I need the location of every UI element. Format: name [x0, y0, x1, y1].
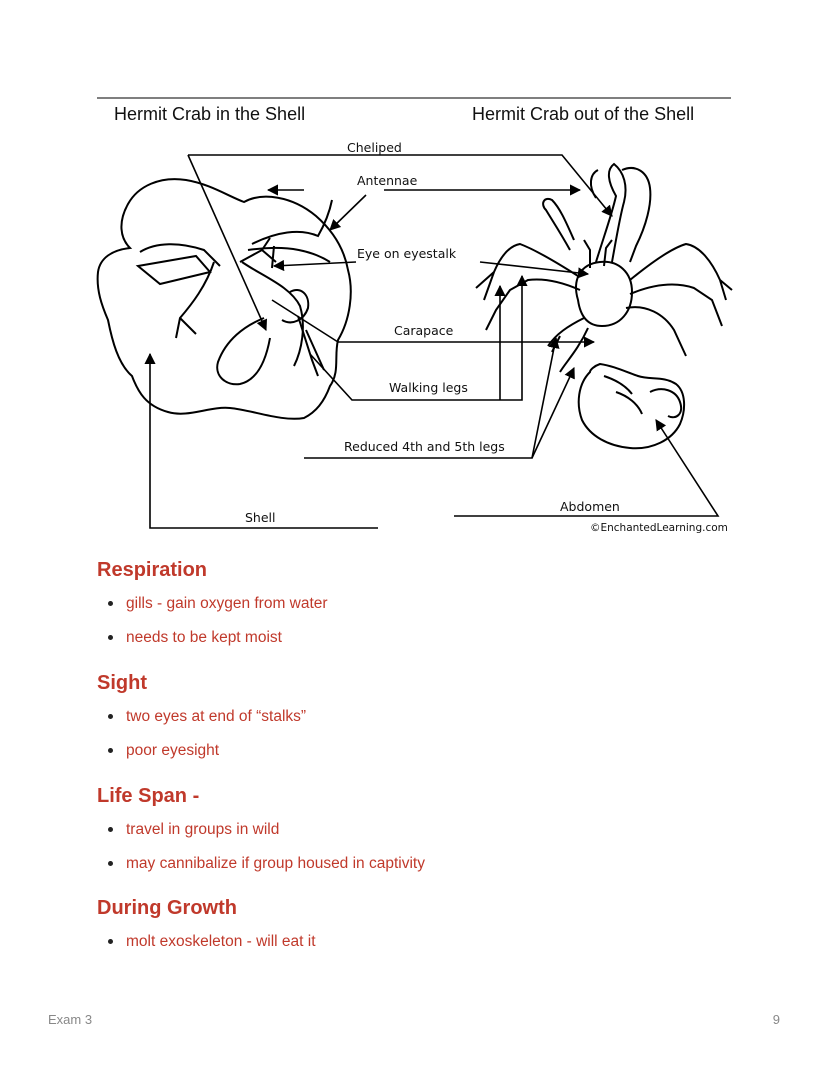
hermit-crab-diagram: Hermit Crab in the Shell Hermit Crab out…	[0, 0, 828, 545]
list-item: molt exoskeleton - will eat it	[108, 932, 316, 966]
list-during-growth: molt exoskeleton - will eat it	[108, 932, 316, 966]
footer-left: Exam 3	[48, 1012, 92, 1027]
list-respiration: gills - gain oxygen from water needs to …	[108, 594, 328, 662]
bullet-icon	[108, 748, 113, 753]
bullet-icon	[108, 601, 113, 606]
list-item-text: two eyes at end of “stalks”	[126, 708, 306, 725]
label-cheliped: Cheliped	[347, 140, 402, 155]
heading-respiration: Respiration	[97, 559, 207, 582]
label-shell: Shell	[245, 510, 276, 525]
heading-during-growth: During Growth	[97, 897, 237, 920]
list-item-text: needs to be kept moist	[126, 629, 282, 646]
leader-lines	[150, 155, 718, 528]
list-sight: two eyes at end of “stalks” poor eyesigh…	[108, 707, 306, 775]
bullet-icon	[108, 939, 113, 944]
label-carapace: Carapace	[394, 323, 454, 338]
page-number: 9	[773, 1012, 780, 1027]
credit-enchanted-learning: ©EnchantedLearning.com	[590, 522, 728, 534]
heading-life-span: Life Span -	[97, 785, 199, 808]
list-item-text: travel in groups in wild	[126, 821, 279, 838]
list-item-text: gills - gain oxygen from water	[126, 595, 328, 612]
label-reduced-legs: Reduced 4th and 5th legs	[344, 439, 505, 454]
list-life-span: travel in groups in wild may cannibalize…	[108, 820, 425, 888]
crab-in-shell-illustration	[98, 179, 351, 419]
list-item: needs to be kept moist	[108, 628, 328, 662]
list-item: two eyes at end of “stalks”	[108, 707, 306, 741]
label-abdomen: Abdomen	[560, 499, 620, 514]
bullet-icon	[108, 827, 113, 832]
list-item: may cannibalize if group housed in capti…	[108, 854, 425, 888]
list-item-text: may cannibalize if group housed in capti…	[126, 855, 425, 872]
heading-sight: Sight	[97, 672, 147, 695]
title-in-shell: Hermit Crab in the Shell	[114, 104, 305, 124]
bullet-icon	[108, 635, 113, 640]
bullet-icon	[108, 861, 113, 866]
label-antennae: Antennae	[357, 173, 418, 188]
label-walking-legs: Walking legs	[389, 380, 468, 395]
list-item: poor eyesight	[108, 741, 306, 775]
list-item: gills - gain oxygen from water	[108, 594, 328, 628]
bullet-icon	[108, 714, 113, 719]
list-item: travel in groups in wild	[108, 820, 425, 854]
title-out-of-shell: Hermit Crab out of the Shell	[472, 104, 694, 124]
list-item-text: poor eyesight	[126, 742, 219, 759]
label-eye-on-eyestalk: Eye on eyestalk	[357, 246, 457, 261]
list-item-text: molt exoskeleton - will eat it	[126, 933, 316, 950]
